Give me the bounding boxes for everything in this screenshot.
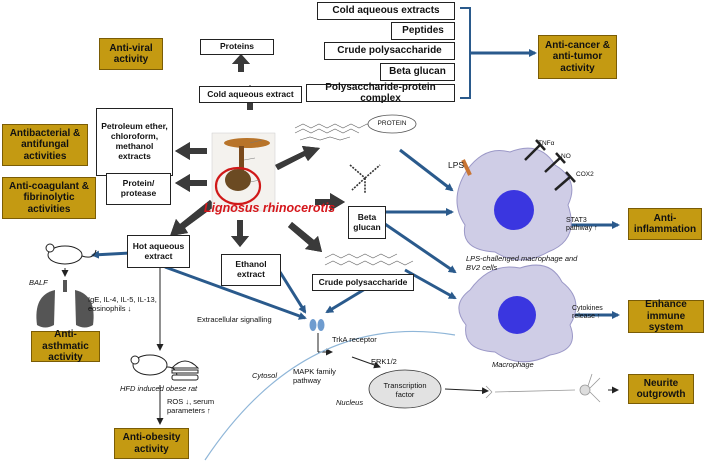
antiobesity-activity: Anti-obesity activity	[114, 428, 189, 459]
neurite-outgrowth-activity: Neurite outgrowth	[628, 374, 694, 404]
crude-polysaccharide-box: Crude polysaccharide	[312, 274, 414, 291]
cell-membrane-arc	[204, 330, 456, 461]
transcription-factor-label: Transcription factor	[383, 381, 427, 399]
stat3-label: STAT3 pathway ↑	[566, 217, 598, 233]
antiasthmatic-activity: Anti-asthmatic activity	[31, 329, 100, 363]
extracellular-label: Extracellular signalling	[197, 315, 272, 324]
lps-macrophage-cell	[456, 147, 573, 261]
cytosol-label: Cytosol	[252, 371, 278, 380]
beta-glucan-molecule	[349, 164, 381, 193]
burger-icon	[170, 360, 200, 381]
antiinflammation-activity: Anti-inflammation	[628, 208, 702, 240]
tnf-label: TNFα	[538, 140, 555, 147]
hot-aqueous-extract-box: Hot aqueous extract	[127, 235, 190, 268]
mushroom-image	[211, 132, 276, 212]
protein-protease-box: Protein/ protease	[106, 173, 171, 205]
protein-oval	[367, 114, 417, 134]
nucleus-label: Nucleus	[336, 398, 364, 407]
macrophage-label: Macrophage	[492, 360, 534, 369]
anticancer-bracket	[460, 7, 537, 99]
protein-label: PROTEIN	[377, 120, 407, 127]
source-crude-polysaccharide: Crude polysaccharide	[324, 42, 455, 60]
polysaccharide-structure-top	[294, 123, 376, 141]
antibacterial-activity: Antibacterial & antifungal activities	[2, 124, 88, 166]
mapk-label: MAPK family pathway	[293, 367, 336, 385]
lps-macrophage-label: LPS-challenged macrophage and BV2 cells	[466, 254, 578, 272]
neuron-illustration	[485, 373, 601, 403]
cox2-label: COX2	[576, 171, 594, 178]
source-peptides: Peptides	[391, 22, 455, 40]
rat-icon	[130, 354, 178, 378]
source-beta-glucan: Beta glucan	[380, 63, 455, 81]
species-title: Lignosus rhinocerotis	[203, 201, 336, 215]
balf-label: BALF	[29, 278, 48, 287]
no-label: NO	[561, 153, 571, 160]
proteins-box: Proteins	[200, 39, 274, 55]
cytokines-release-label: Cytokines release ↑	[572, 305, 603, 321]
asthma-cytokines-label: IgE, IL-4, IL-5, IL-13, eosinophils ↓	[88, 295, 157, 313]
ros-label: ROS ↓, serum parameters ↑	[167, 397, 215, 415]
ethanol-extract-box: Ethanol extract	[221, 254, 281, 286]
crude-polysaccharide-structure	[324, 253, 414, 266]
cold-aqueous-extract-box: Cold aqueous extract	[199, 86, 302, 103]
beta-glucan-box: Beta glucan	[348, 206, 386, 239]
erk-label: ERK1/2	[371, 357, 397, 366]
hfd-label: HFD induced obese rat	[120, 384, 198, 393]
lps-label: LPS	[448, 160, 465, 170]
macrophage-cell	[458, 264, 577, 363]
anticoagulant-activity: Anti-coagulant & fibrinolytic activities	[2, 177, 96, 219]
source-polysaccharide-protein: Polysaccharide-protein complex	[306, 82, 455, 104]
mouse-icon	[45, 243, 97, 265]
inhibition-marks	[524, 139, 576, 191]
immune-activity: Enhance immune system	[628, 299, 704, 333]
transcription-factor-oval	[368, 369, 442, 409]
source-cold-aqueous: Cold aqueous extracts	[317, 2, 455, 20]
lungs-icon	[36, 280, 94, 328]
petroleum-extracts-box: Petroleum ether, chloroform, methanol ex…	[96, 108, 173, 176]
antiviral-activity: Anti-viral activity	[99, 38, 163, 70]
thin-arrows	[61, 268, 619, 425]
trka-receptor	[309, 319, 325, 331]
trka-label: TrkA receptor	[332, 335, 377, 344]
anticancer-activity: Anti-cancer & anti-tumor activity	[538, 35, 617, 79]
